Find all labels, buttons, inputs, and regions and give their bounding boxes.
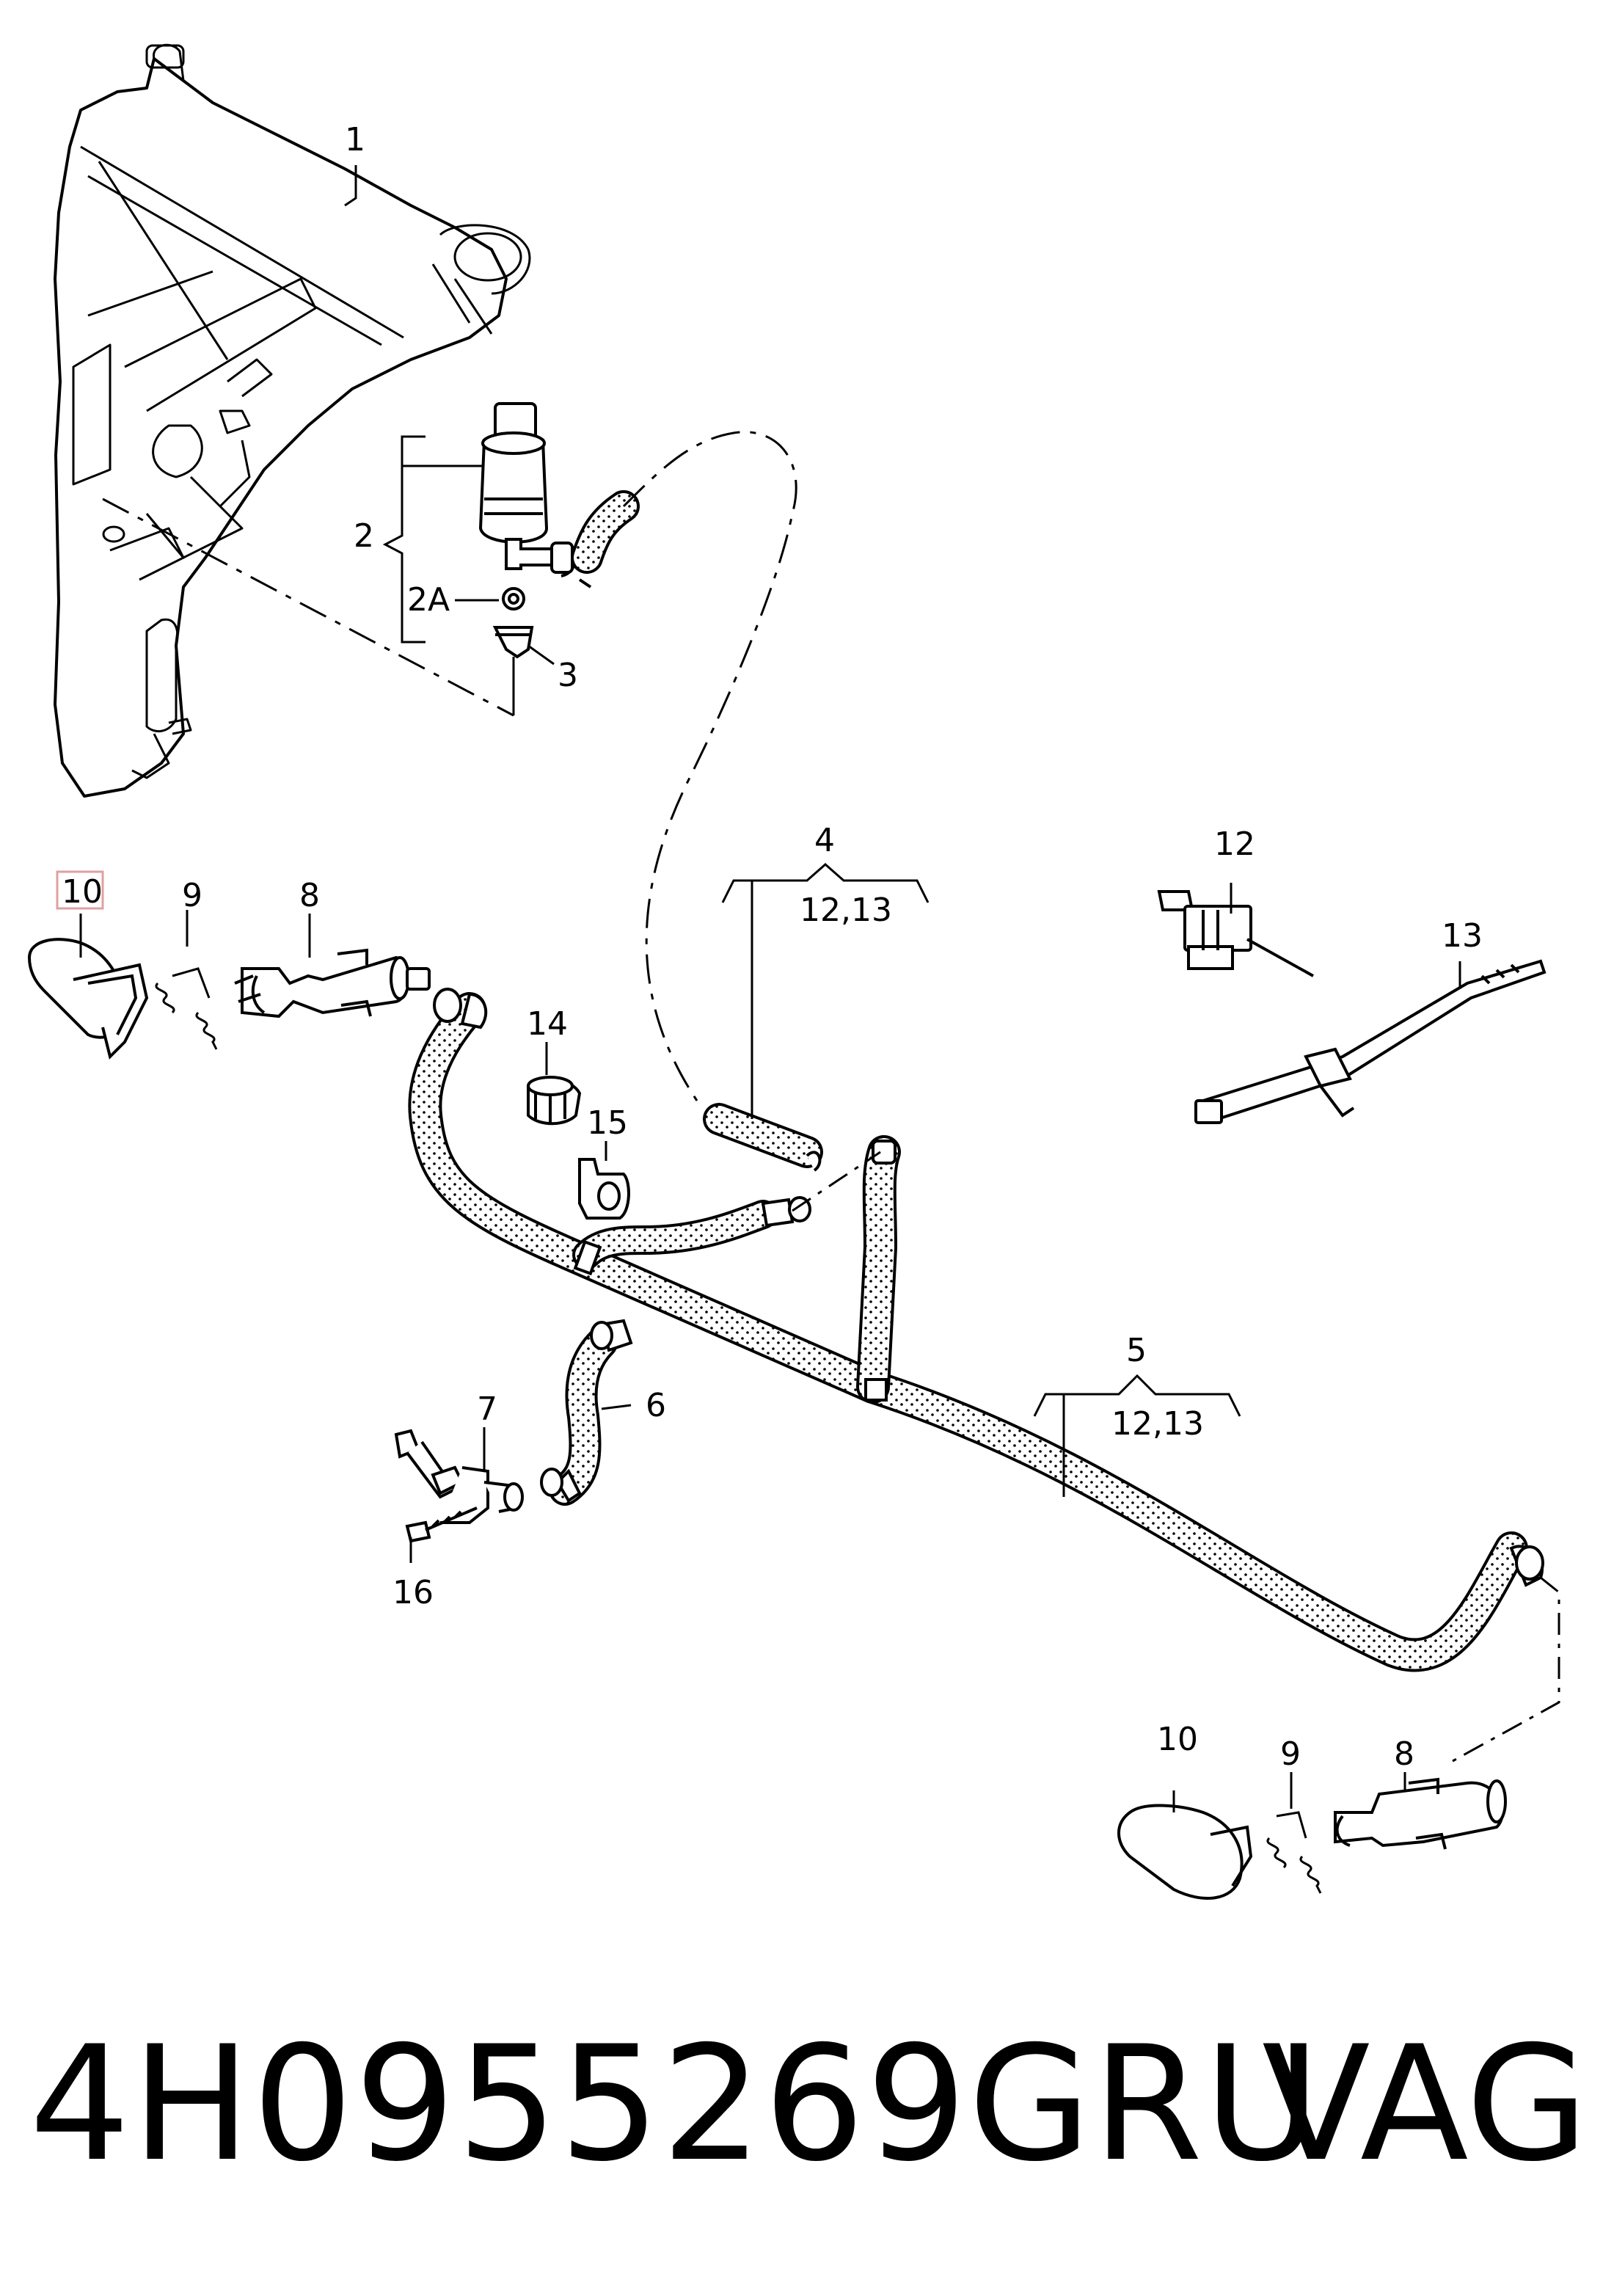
part-12-clip [1157,890,1314,977]
hose-network [408,992,1528,1672]
brand-label: VAG [1262,2012,1589,2196]
callout-9-right: 9 [1280,1735,1301,1773]
washer-pump [478,402,577,659]
part-14-clip [527,1076,582,1126]
pump-outlet-hose [571,490,640,588]
hose-fittings [433,988,1544,1587]
left-nozzle-cover [27,938,149,1060]
callout-2: 2 [354,517,374,555]
callout-labels: 1 2 2A 3 4 12,13 5 12,13 6 7 8 8 9 9 10 … [56,121,1483,1773]
callout-4: 4 [814,822,835,859]
reference-line-hose4 [622,431,797,1101]
callout-6: 6 [646,1387,666,1424]
bracket-2 [382,435,555,715]
callout-1: 1 [345,121,365,158]
part-16-bolt [405,1506,478,1543]
part-13-cable-tie [1194,959,1547,1124]
left-telescopic-nozzle [234,948,431,1018]
callout-14: 14 [527,1005,568,1043]
right-telescopic-nozzle [1334,1777,1507,1850]
callout-13: 13 [1442,917,1483,955]
callout-12: 12 [1214,826,1255,863]
right-spring [1266,1811,1322,1894]
callout-8-right: 8 [1394,1735,1414,1773]
left-spring [155,967,218,1050]
part-15-holder [578,1158,630,1220]
callout-9-left: 9 [182,877,202,914]
part-number: 4H0955269GRU [29,2012,1322,2196]
callout-8-left: 8 [299,877,320,914]
highlight-box-callout-10 [56,870,104,910]
callout-10-left: 10 [62,873,103,911]
right-nozzle-cover [1117,1804,1253,1900]
leader-lines [79,165,1461,1812]
callout-4-sub: 12,13 [800,892,892,929]
callout-3: 3 [558,657,578,694]
callout-2a: 2A [407,581,450,619]
callout-5-sub: 12,13 [1111,1405,1204,1443]
reference-line-pump [102,498,514,717]
callout-7: 7 [477,1391,497,1428]
reference-line-connector [792,1151,1560,1763]
callout-15: 15 [587,1104,628,1142]
part-7-nozzle [394,1429,524,1524]
callout-5: 5 [1126,1332,1147,1369]
washer-reservoir [54,43,531,798]
callout-10-right: 10 [1157,1721,1198,1758]
callout-16: 16 [392,1574,434,1611]
